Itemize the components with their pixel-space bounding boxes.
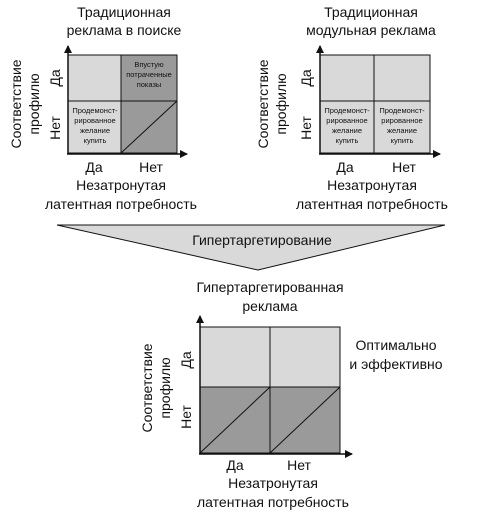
diagram2-y-yes: Да bbox=[298, 69, 314, 86]
diagram1-y-label-line1: Соответствие bbox=[8, 59, 24, 148]
diagram2-y-no: Нет bbox=[298, 115, 314, 139]
diagram-hypertargeted-ads: Гипертаргетированная реклама Соответстви… bbox=[139, 279, 443, 510]
diagram2-bottom-left-line2: рированное bbox=[326, 116, 367, 125]
diagram3-x-yes: Да bbox=[226, 457, 243, 473]
diagram1-bottom-left-line4: купить bbox=[84, 136, 107, 145]
diagram2-bottom-right-line2: рированное bbox=[381, 116, 422, 125]
diagram1-top-right-line1: Впустую bbox=[134, 60, 164, 69]
diagram1-cell-top-right bbox=[120, 54, 178, 102]
diagram1-x-yes: Да bbox=[85, 159, 102, 175]
diagram2-y-label-line1: Соответствие bbox=[255, 59, 271, 148]
diagram3-note-line1: Оптимально bbox=[355, 337, 436, 353]
banner-label: Гипертаргетирование bbox=[192, 232, 332, 248]
diagram2-title-line1: Традиционная bbox=[324, 4, 418, 20]
diagram3-title-line2: реклама bbox=[242, 298, 297, 314]
diagram3-diagonal-left bbox=[199, 386, 271, 454]
diagram3-title-line1: Гипертаргетированная bbox=[196, 279, 343, 295]
diagram2-x-label-line2: латентная потребность bbox=[296, 196, 448, 212]
diagram2-x-label-line1: Незатронутая bbox=[327, 177, 417, 193]
diagram2-y-label-line2: профилю bbox=[273, 73, 289, 134]
diagram2-bottom-right-line4: купить bbox=[391, 136, 414, 145]
diagram3-y-label-line1: Соответствие bbox=[139, 343, 155, 432]
diagram3-x-no: Нет bbox=[287, 457, 311, 473]
diagram3-cell-top-right bbox=[269, 326, 341, 388]
diagram2-bottom-right-line3: желание bbox=[387, 126, 417, 135]
diagram-search-ads: Традиционная реклама в поиске Впустую по… bbox=[8, 4, 197, 212]
diagram1-x-no: Нет bbox=[139, 159, 163, 175]
diagram2-cell-bottom-left bbox=[319, 100, 375, 154]
diagram-banner-ads: Традиционная модульная реклама Продемонс… bbox=[255, 4, 448, 212]
diagram1-bottom-left-line2: рированное bbox=[74, 116, 115, 125]
diagram2-cell-bottom-right bbox=[373, 100, 431, 154]
diagram1-cell-top-left bbox=[67, 54, 122, 102]
diagram3-y-no: Нет bbox=[178, 404, 194, 428]
diagram1-y-label-line2: профилю bbox=[26, 73, 42, 134]
diagram2-title-line2: модульная реклама bbox=[306, 22, 436, 38]
diagram1-top-right-line3: показы bbox=[137, 80, 162, 89]
diagram1-bottom-left-line3: желание bbox=[80, 126, 110, 135]
diagram2-bottom-left-line3: желание bbox=[332, 126, 362, 135]
diagram2-bottom-right-line1: Продемонст- bbox=[379, 106, 425, 115]
diagram2-cell-top-right bbox=[373, 54, 431, 102]
banner-triangle bbox=[56, 224, 446, 271]
hypertargeting-banner: Гипертаргетирование bbox=[56, 224, 446, 271]
diagram3-note-line2: и эффективно bbox=[349, 356, 442, 372]
diagram2-cell-top-left bbox=[319, 54, 375, 102]
diagram1-title-line1: Традиционная bbox=[77, 4, 171, 20]
diagram3-y-yes: Да bbox=[178, 351, 194, 368]
diagram1-y-yes: Да bbox=[47, 69, 63, 86]
diagram1-bottom-left-line1: Продемонст- bbox=[72, 106, 118, 115]
diagram1-cell-diagonal bbox=[120, 100, 178, 154]
diagram3-x-label-line1: Незатронутая bbox=[228, 475, 318, 491]
diagram1-cell-bottom-left bbox=[67, 100, 122, 154]
diagram3-cell-top-left bbox=[199, 326, 271, 388]
diagram1-x-label-line1: Незатронутая bbox=[76, 177, 166, 193]
diagram2-x-no: Нет bbox=[392, 159, 416, 175]
diagram2-bottom-left-line1: Продемонст- bbox=[324, 106, 370, 115]
diagram3-diagonal-right bbox=[269, 386, 341, 454]
diagram1-x-label-line2: латентная потребность bbox=[45, 196, 197, 212]
diagram2-x-yes: Да bbox=[336, 159, 353, 175]
diagram3-x-label-line2: латентная потребность bbox=[197, 494, 349, 510]
diagram1-y-no: Нет bbox=[47, 115, 63, 139]
diagram1-title-line2: реклама в поиске bbox=[67, 22, 182, 38]
diagram2-bottom-left-line4: купить bbox=[336, 136, 359, 145]
diagram1-top-right-line2: потраченные bbox=[126, 70, 172, 79]
diagram3-y-label-line2: профилю bbox=[157, 357, 173, 418]
